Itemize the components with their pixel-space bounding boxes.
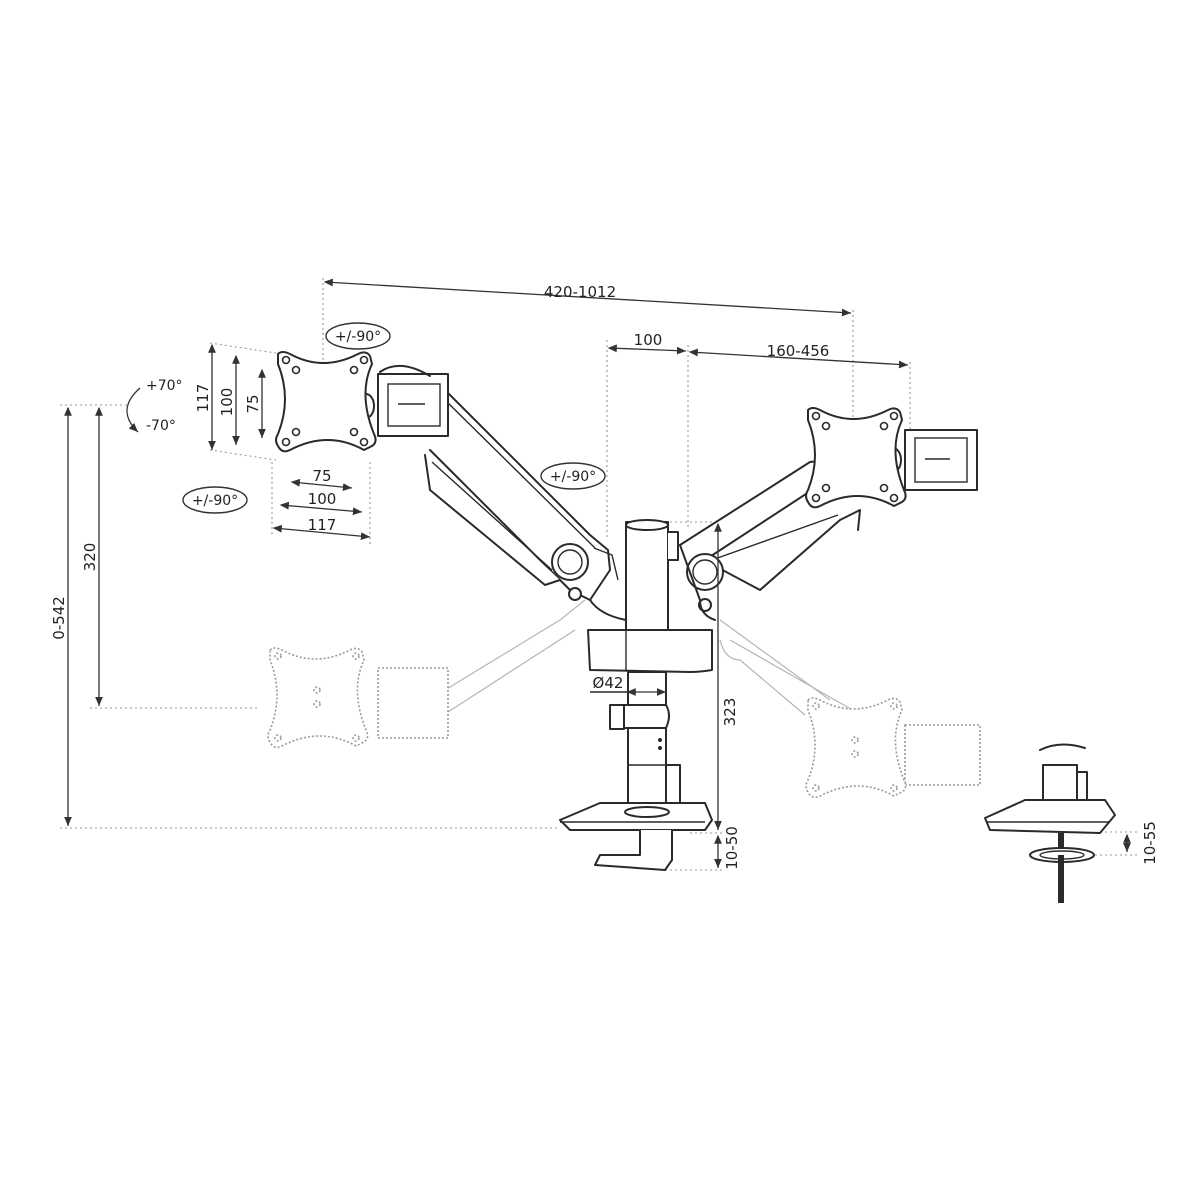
label-lower-height: 320: [81, 543, 99, 572]
lowered-arm-ghost-right: [719, 619, 981, 799]
rotation-indicators: [126, 322, 606, 514]
dimension-labels: 420-1012 100 160-456 0-542 320 117 100 7…: [50, 283, 1159, 870]
label-clamp-range: 10-50: [723, 826, 741, 870]
pole-assembly: [559, 519, 713, 871]
label-grommet-range: 10-55: [1141, 821, 1159, 865]
label-center-offset: 100: [634, 331, 663, 349]
rotate-icon: [325, 322, 391, 350]
label-vesa-v-100: 100: [218, 388, 236, 417]
rotate-icon: [540, 462, 606, 490]
left-arm: [275, 351, 627, 621]
label-vesa-v-75: 75: [244, 394, 262, 413]
label-tilt-down: -70°: [146, 418, 176, 434]
label-total-span: 420-1012: [544, 283, 616, 301]
label-pole-diameter: Ø42: [593, 674, 624, 692]
grommet-mount-inset: [984, 743, 1116, 903]
dimension-lines: [64, 278, 1131, 868]
label-pole-height: 323: [721, 698, 739, 727]
label-rotation-left: +/-90°: [192, 493, 238, 509]
label-height-range: 0-542: [50, 596, 68, 640]
label-swivel-top: +/-90°: [335, 329, 381, 345]
label-arm-reach: 160-456: [767, 342, 830, 360]
right-arm: [679, 407, 978, 621]
label-vesa-h-100: 100: [308, 490, 337, 508]
rotate-icon: [182, 486, 248, 514]
tilt-arc-icon: [126, 387, 141, 433]
label-swivel-arm: +/-90°: [550, 469, 596, 485]
label-vesa-v-117: 117: [194, 384, 212, 413]
label-tilt-up: +70°: [146, 378, 183, 394]
label-vesa-h-75: 75: [312, 467, 331, 485]
extension-lines: [60, 278, 1140, 871]
lowered-arm-ghost-left: [267, 599, 586, 749]
label-vesa-h-117: 117: [308, 516, 337, 534]
